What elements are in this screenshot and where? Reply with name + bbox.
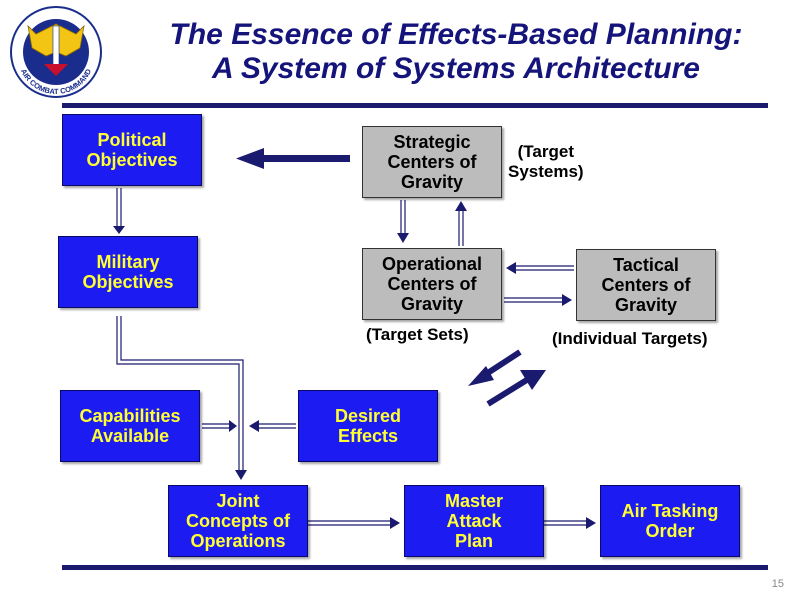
arrow-strategic-to-political [236,148,350,169]
box-tactical-cog: Tactical Centers of Gravity [576,249,716,321]
arrow-map-to-ato [544,517,596,529]
arrow-tactical-to-operational [506,262,574,274]
page-number: 15 [771,578,784,590]
box-capabilities-available: Capabilities Available [60,390,200,462]
box-political-objectives: Political Objectives [62,114,202,186]
arrow-effects-to-center [249,420,296,432]
box-joint-concepts: Joint Concepts of Operations [168,485,308,557]
slide-title-line2: A System of Systems Architecture [212,52,700,85]
box-desired-effects: Desired Effects [298,390,438,462]
arrow-operational-to-strategic [455,201,467,246]
top-rule [62,103,768,108]
logo-emblem: AIR COMBAT COMMAND [10,6,102,98]
box-military-objectives: Military Objectives [58,236,198,308]
arrow-diagonal-up-right [486,370,546,407]
box-air-tasking-order: Air Tasking Order [600,485,740,557]
arrow-joint-to-map [307,517,400,529]
arrow-operational-to-tactical [504,294,572,306]
box-operational-cog: Operational Centers of Gravity [362,248,502,320]
bottom-rule [62,565,768,570]
air-combat-command-logo: AIR COMBAT COMMAND [6,4,106,100]
note-individual-targets: (Individual Targets) [552,329,708,348]
arrow-political-to-military [113,188,125,234]
box-strategic-cog: Strategic Centers of Gravity [362,126,502,198]
slide-title-line1: The Essence of Effects-Based Planning: [169,18,743,51]
arrow-diagonal-down-left [468,349,522,386]
note-target-systems: (Target Systems) [508,142,584,181]
box-master-attack-plan: Master Attack Plan [404,485,544,557]
arrow-strategic-to-operational [397,200,409,243]
arrow-capabilities-to-center [202,420,237,432]
arrow-military-to-joint [116,316,247,480]
note-target-sets: (Target Sets) [366,325,469,344]
